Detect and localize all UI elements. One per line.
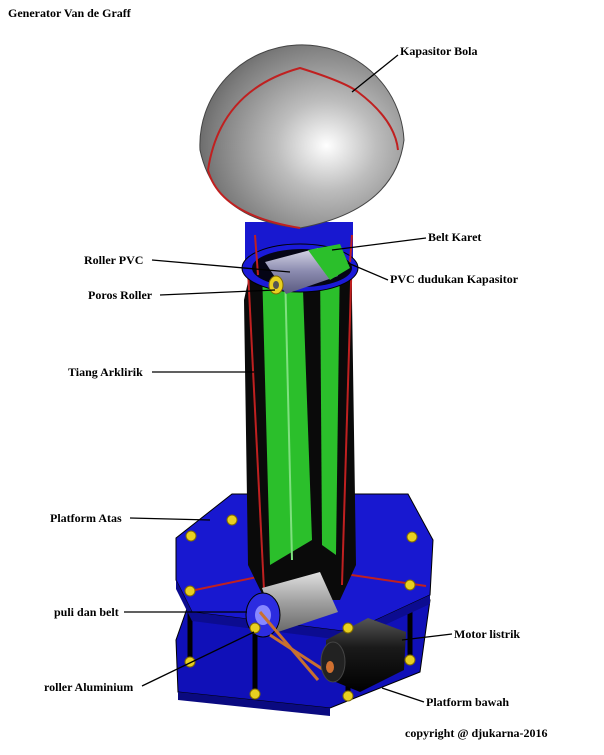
label-belt-karet: Belt Karet <box>428 230 482 244</box>
leader-lines <box>124 54 453 703</box>
label-roller-pvc: Roller PVC <box>84 253 144 267</box>
label-tiang-arklirik: Tiang Arklirik <box>68 365 143 379</box>
label-pvc-dudukan: PVC dudukan Kapasitor <box>390 272 519 286</box>
label-kapasitor-bola: Kapasitor Bola <box>400 44 478 58</box>
label-platform-bawah: Platform bawah <box>426 695 509 709</box>
bolts <box>184 514 418 702</box>
label-platform-atas: Platform Atas <box>50 511 122 525</box>
label-poros-roller: Poros Roller <box>88 288 153 302</box>
kapasitor-bola <box>199 44 405 229</box>
label-motor-listrik: Motor listrik <box>454 627 521 641</box>
diagram-title: Generator Van de Graff <box>8 6 131 20</box>
roller-pvc <box>265 244 350 295</box>
lower-roller-assembly <box>245 572 338 681</box>
label-puli-dan-belt: puli dan belt <box>54 605 119 619</box>
motor-listrik <box>320 618 406 692</box>
label-roller-aluminium: roller Aluminium <box>44 680 134 694</box>
copyright-text: copyright @ djukarna-2016 <box>405 726 548 740</box>
tiang-arklirik <box>244 249 356 600</box>
